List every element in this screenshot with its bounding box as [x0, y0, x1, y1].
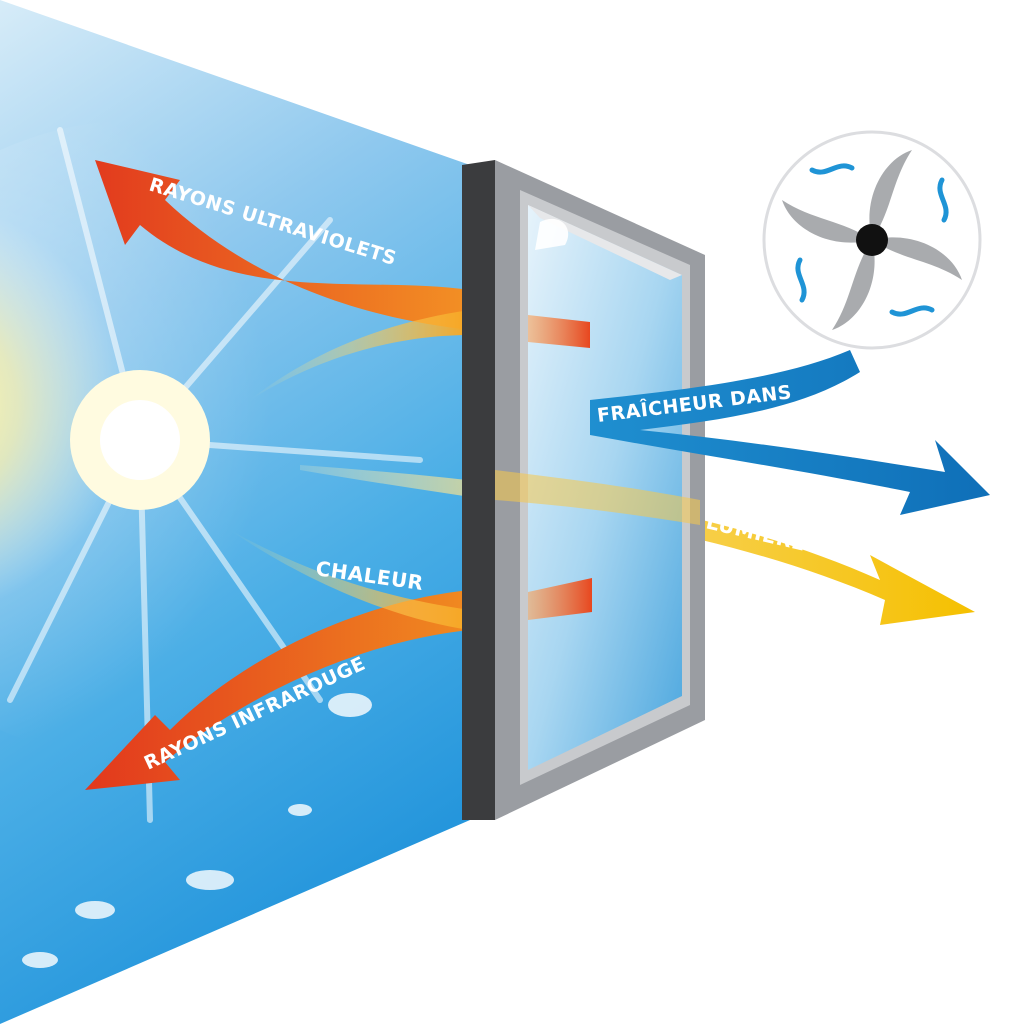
- fan-icon: [762, 130, 982, 350]
- cool-air-arrow: [590, 350, 990, 515]
- ir-stub: [528, 578, 592, 620]
- clouds: [22, 693, 372, 968]
- light-through-glass: [495, 470, 700, 525]
- uv-arrow: [95, 160, 470, 400]
- window-edge: [462, 160, 495, 820]
- uv-stub: [528, 315, 590, 348]
- sun-icon: [0, 120, 470, 823]
- light-arrow: [300, 465, 975, 625]
- ir-arrow: [85, 530, 470, 790]
